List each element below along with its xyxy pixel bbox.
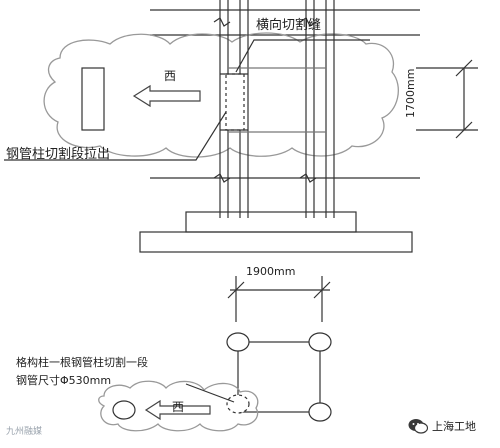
wechat-icon <box>408 419 428 434</box>
pull-out-label: 钢管柱切割段拉出 <box>6 147 111 162</box>
cut-segment-dashed <box>225 73 245 131</box>
plan-frame <box>237 341 321 413</box>
west-arrow-upper-icon <box>132 84 201 108</box>
break-mark-left-bottom <box>213 173 231 183</box>
column-circle-top-right <box>308 332 332 352</box>
wechat-account-name: 上海工地 <box>432 420 476 433</box>
width-dimension-label: 1900mm <box>246 265 296 278</box>
height-dimension-label: 1700mm <box>404 68 417 118</box>
transverse-cut-seam-label: 横向切割缝 <box>256 18 322 33</box>
break-mark-right-top <box>299 17 317 27</box>
column-circle-top-left <box>226 332 250 352</box>
pull-out-leader <box>4 111 227 161</box>
soil-cloud-lower <box>98 380 259 432</box>
watermark-bottom-left: 九州融媒 <box>6 427 43 437</box>
wechat-watermark: 上海工地 <box>408 418 476 434</box>
west-arrow-lower-icon <box>144 399 211 421</box>
member-note-leader <box>185 383 235 403</box>
west-label-lower: 西 <box>172 400 185 414</box>
pipe-size-label: 钢管尺寸Φ530mm <box>16 374 112 387</box>
height-dimension <box>416 59 478 139</box>
foundation-lower-slab <box>139 231 413 253</box>
extracted-segment <box>81 67 105 131</box>
member-note-label: 格构柱一根钢管柱切割一段 <box>16 356 148 369</box>
break-mark-right-bottom <box>299 173 317 183</box>
column-circle-bottom-right <box>308 402 332 422</box>
break-mark-left-top <box>213 17 231 27</box>
extracted-circle <box>112 400 136 420</box>
soil-cloud-upper <box>43 32 399 158</box>
foundation-upper-block <box>185 211 357 233</box>
cut-seam-leader <box>235 39 370 73</box>
width-dimension <box>227 276 331 322</box>
west-label-upper: 西 <box>164 69 177 83</box>
column-circle-bottom-left-cut <box>226 394 250 414</box>
